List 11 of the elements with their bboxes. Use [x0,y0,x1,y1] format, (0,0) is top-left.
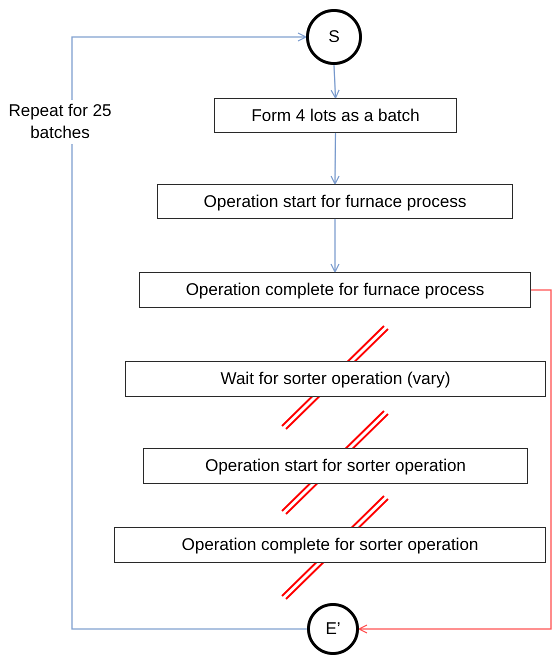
process-box: Operation complete for furnace process [139,272,531,308]
process-box: Form 4 lots as a batch [214,98,457,133]
arrow [358,289,552,634]
arrow [330,64,340,99]
process-box: Wait for sorter operation (vary) [125,361,546,397]
process-box: Operation complete for sorter operation [114,527,546,563]
process-box: Operation start for furnace process [157,184,513,219]
arrow [330,219,340,273]
arrow [71,32,307,630]
process-box: Operation start for sorter operation [143,448,528,484]
arrow [330,133,340,185]
